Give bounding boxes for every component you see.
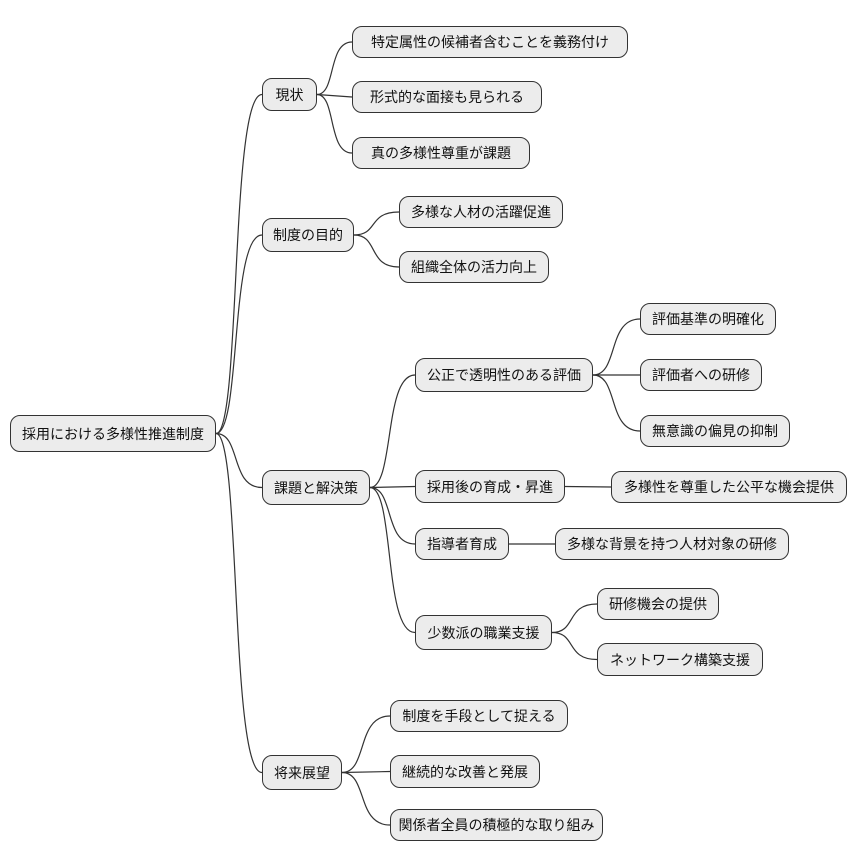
- node-evaluation-criteria-clarification: 評価基準の明確化: [640, 303, 776, 335]
- node-label: 指導者育成: [427, 536, 497, 552]
- node-org-vitality-improvement: 組織全体の活力向上: [399, 251, 549, 283]
- node-label: 組織全体の活力向上: [411, 259, 537, 275]
- node-label: 多様性を尊重した公平な機会提供: [624, 479, 834, 495]
- node-label: 制度の目的: [273, 227, 343, 243]
- node-label: 多様な人材の活躍促進: [411, 204, 551, 220]
- mindmap-edge: [341, 770, 391, 774]
- node-fair-opportunity-provision: 多様性を尊重した公平な機会提供: [611, 471, 847, 503]
- node-minority-career-support: 少数派の職業支援: [415, 615, 552, 650]
- node-root: 採用における多様性推進制度: [10, 415, 216, 452]
- node-issues-and-solutions: 課題と解決策: [262, 470, 370, 505]
- mindmap-edge: [353, 211, 400, 236]
- node-system-as-means: 制度を手段として捉える: [390, 700, 568, 732]
- mindmap-edge: [369, 374, 416, 489]
- mindmap-edge: [369, 485, 416, 489]
- node-label: 現状: [275, 86, 304, 103]
- mindmap-edge: [592, 374, 641, 432]
- mindmap-edge: [551, 631, 598, 661]
- node-label: 採用における多様性推進制度: [22, 425, 204, 442]
- node-fair-transparent-evaluation: 公正で透明性のある評価: [415, 358, 593, 392]
- mindmap-edge: [215, 432, 263, 774]
- node-mandate-specific-attributes: 特定属性の候補者含むことを義務付け: [352, 26, 628, 58]
- mindmap-edge: [316, 93, 353, 154]
- node-label: 制度を手段として捉える: [402, 708, 556, 724]
- mindmap-edge: [592, 318, 641, 376]
- node-diverse-background-training: 多様な背景を持つ人材対象の研修: [555, 528, 789, 560]
- node-leader-development: 指導者育成: [415, 528, 509, 560]
- node-true-diversity-challenge: 真の多様性尊重が課題: [352, 137, 530, 169]
- mindmap-edge: [353, 234, 400, 268]
- node-label: 研修機会の提供: [609, 596, 707, 612]
- node-label: 将来展望: [274, 764, 330, 781]
- mindmap-edge: [316, 41, 353, 96]
- node-label: 特定属性の候補者含むことを義務付け: [371, 34, 609, 50]
- node-system-purpose: 制度の目的: [262, 218, 354, 252]
- node-post-hire-development-promotion: 採用後の育成・昇進: [415, 470, 565, 503]
- mindmap-edge: [341, 771, 391, 826]
- node-all-stakeholders-engagement: 関係者全員の積極的な取り組み: [390, 809, 603, 841]
- node-training-opportunity-provision: 研修機会の提供: [597, 588, 719, 620]
- node-label: 課題と解決策: [274, 479, 358, 496]
- node-label: 公正で透明性のある評価: [427, 367, 581, 383]
- node-evaluator-training: 評価者への研修: [640, 359, 762, 391]
- node-label: 多様な背景を持つ人材対象の研修: [567, 536, 777, 552]
- node-network-building-support: ネットワーク構築支援: [597, 643, 763, 676]
- node-future-outlook: 将来展望: [262, 755, 342, 790]
- mindmap-edge: [215, 234, 263, 435]
- node-label: 評価者への研修: [652, 367, 750, 383]
- node-label: 関係者全員の積極的な取り組み: [398, 817, 595, 833]
- node-continuous-improvement: 継続的な改善と発展: [390, 755, 540, 788]
- mindmap-edge: [215, 93, 263, 435]
- mindmap-edge: [341, 715, 391, 774]
- node-label: 採用後の育成・昇進: [427, 478, 553, 495]
- mindmap-edge: [551, 603, 598, 634]
- mindmap-edge: [316, 93, 353, 98]
- mindmap-edge: [215, 432, 263, 489]
- node-label: 継続的な改善と発展: [402, 763, 528, 780]
- node-label: 形式的な面接も見られる: [370, 89, 524, 105]
- mindmap-edge: [369, 486, 416, 545]
- node-label: 無意識の偏見の抑制: [652, 423, 778, 439]
- node-label: 真の多様性尊重が課題: [371, 145, 511, 161]
- mindmap-edge: [369, 486, 416, 634]
- node-current-status: 現状: [262, 78, 317, 111]
- node-diverse-talent-promotion: 多様な人材の活躍促進: [399, 196, 563, 228]
- node-label: 評価基準の明確化: [652, 311, 764, 327]
- node-label: ネットワーク構築支援: [610, 651, 750, 668]
- node-label: 少数派の職業支援: [427, 624, 540, 641]
- node-formal-interviews: 形式的な面接も見られる: [352, 81, 542, 113]
- node-unconscious-bias-suppression: 無意識の偏見の抑制: [640, 415, 790, 447]
- mindmap-edge: [564, 485, 612, 488]
